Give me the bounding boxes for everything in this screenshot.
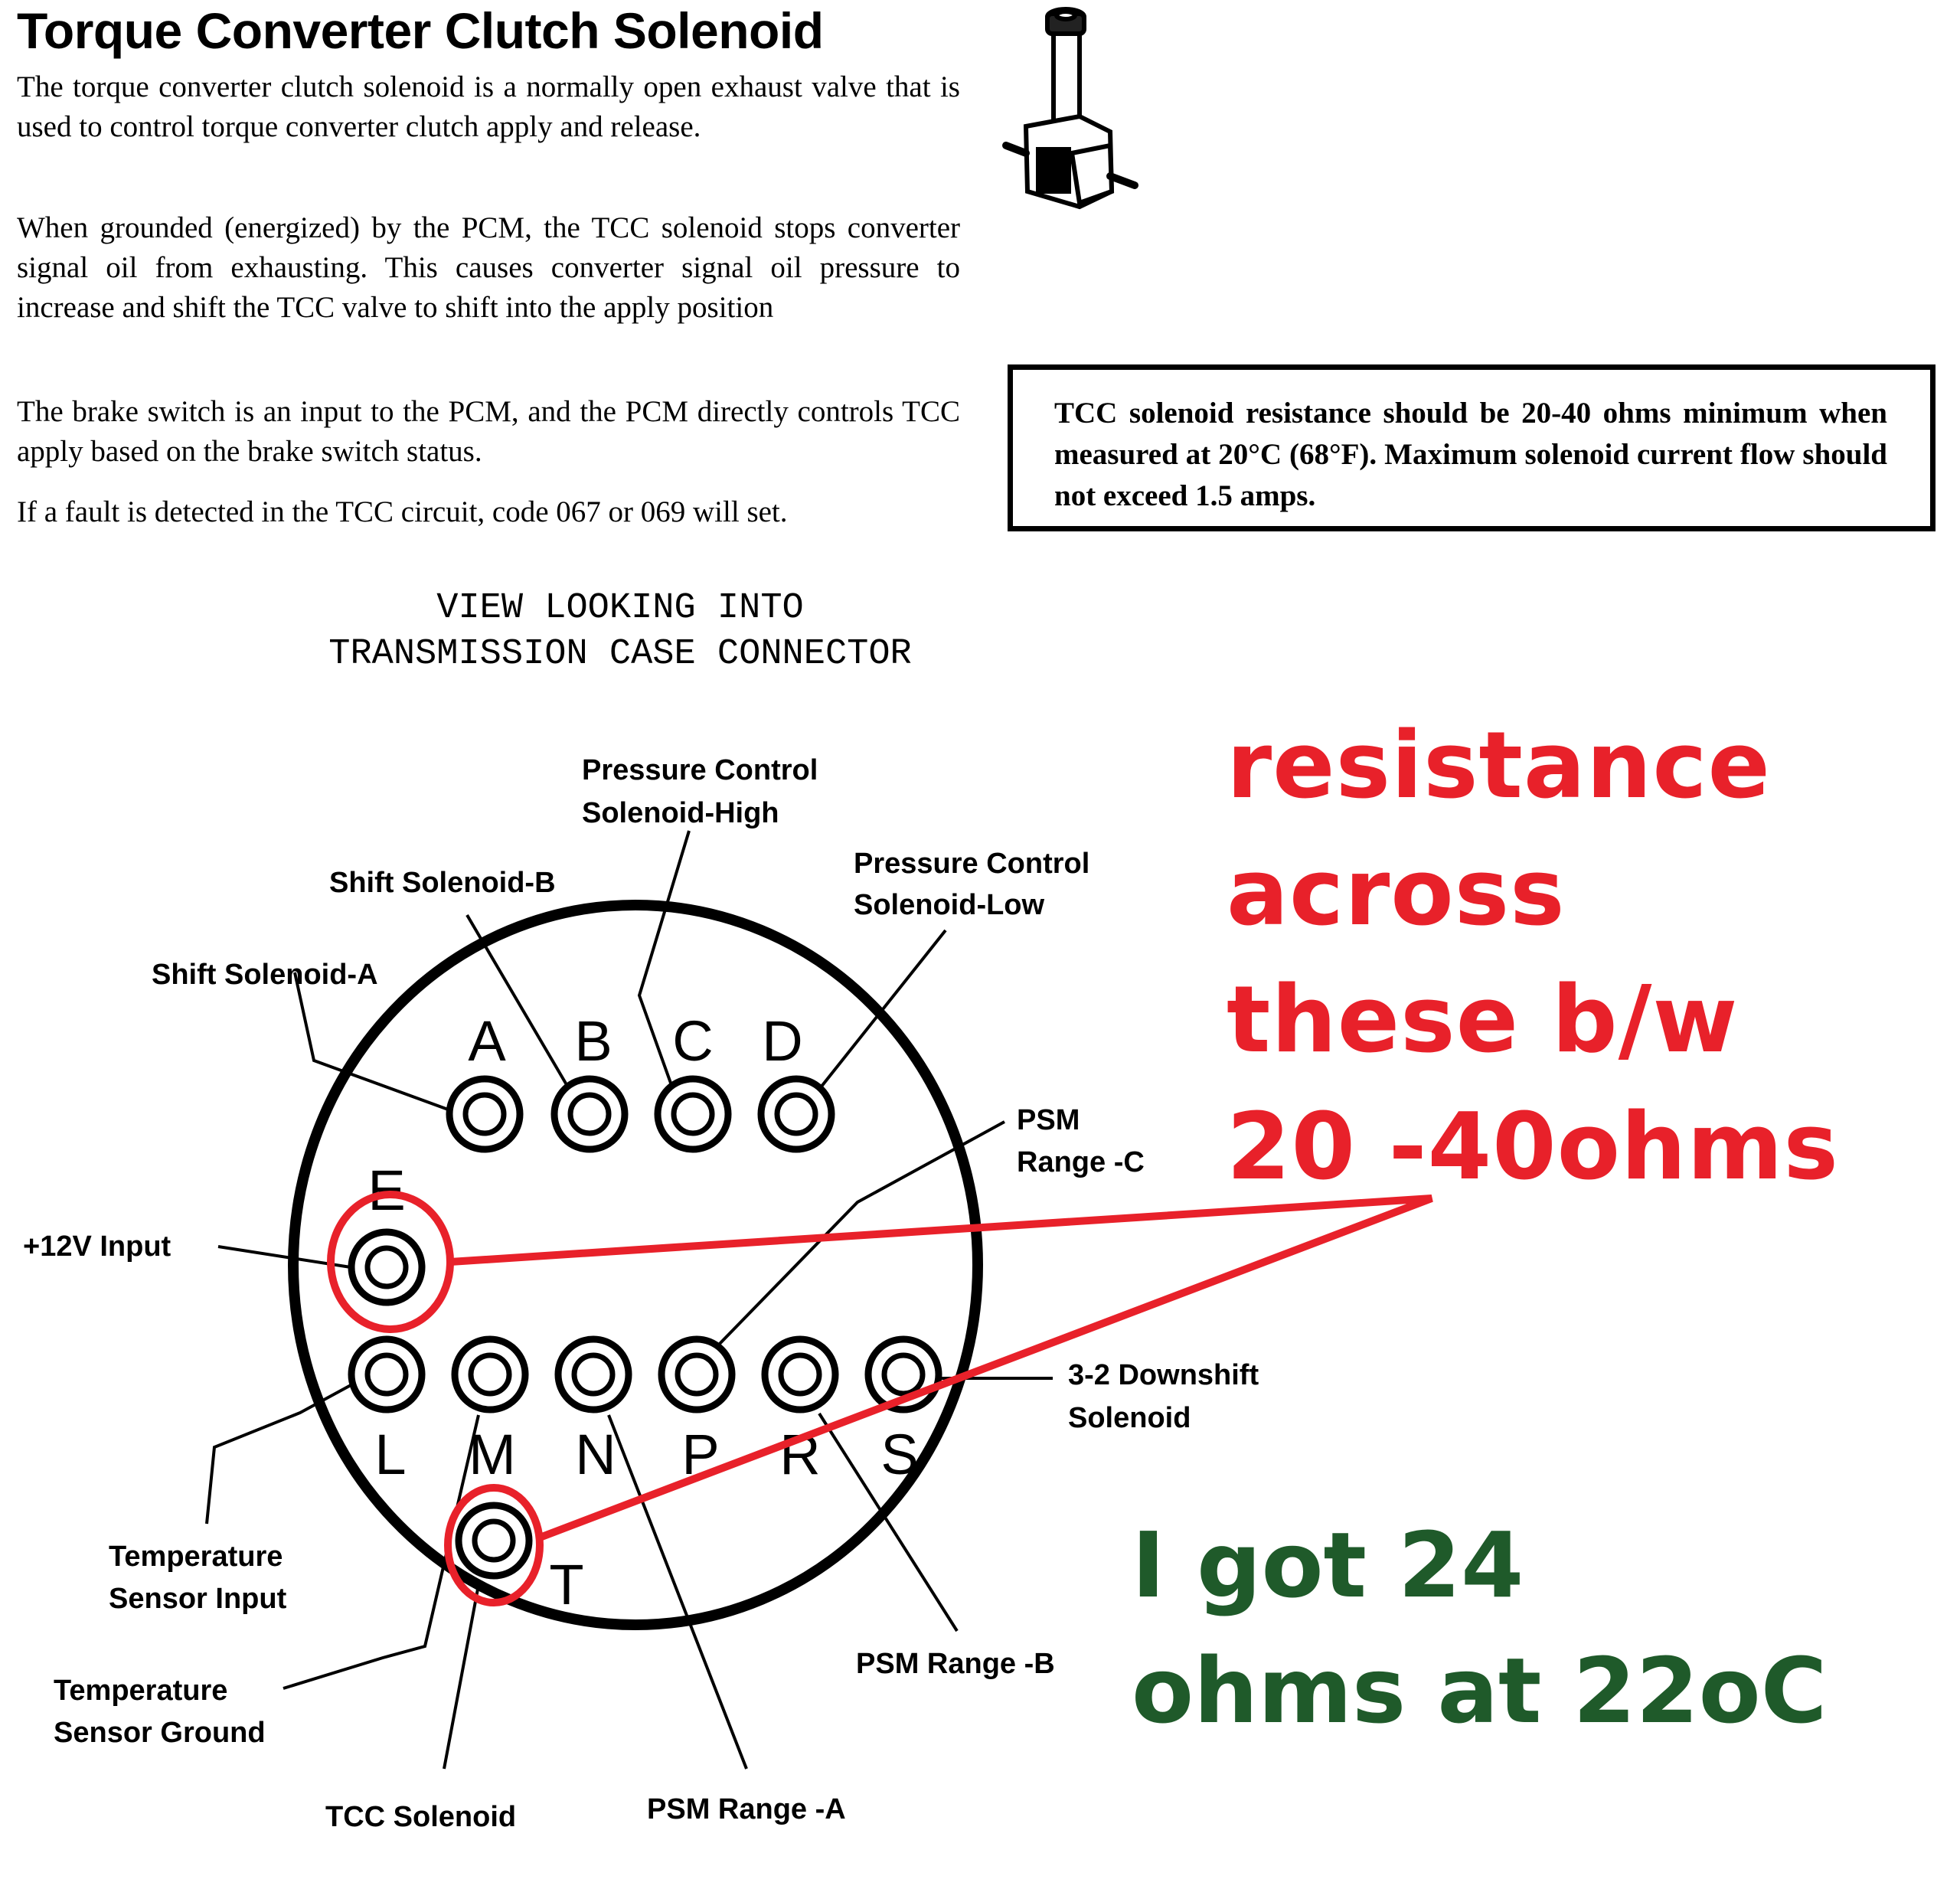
highlight-circle-t (444, 1484, 544, 1606)
pin-letter-m: M (469, 1423, 516, 1486)
label-pcs-high-2: Solenoid-High (582, 797, 779, 829)
pin-p (658, 1335, 736, 1413)
pin-a (446, 1075, 524, 1153)
label-downshift-1: 3-2 Downshift (1068, 1359, 1259, 1391)
connector-outline (288, 900, 983, 1630)
diagram-caption: VIEW LOOKING INTO TRANSMISSION CASE CONN… (276, 586, 965, 678)
label-psm-a: PSM Range -A (647, 1793, 846, 1825)
pin-letter-t: T (549, 1553, 583, 1616)
label-downshift-2: Solenoid (1068, 1402, 1191, 1434)
pin-e (348, 1228, 426, 1306)
pin-letter-a: A (468, 1009, 506, 1073)
label-psm-b: PSM Range -B (856, 1648, 1055, 1680)
resistance-annotation: resistance across these b/w 20 -40ohms (1227, 713, 1839, 1201)
measurement-pointer-line (449, 1195, 1433, 1541)
measurement-result-annotation: I got 24 ohms at 22oC (1132, 1512, 1828, 1744)
pin-d (757, 1075, 835, 1153)
label-plus12v: +12V Input (23, 1230, 172, 1263)
diagram-caption-line1: VIEW LOOKING INTO (436, 588, 804, 629)
pin-b (550, 1075, 629, 1153)
label-tcc: TCC Solenoid (325, 1801, 516, 1833)
paragraph-description: The torque converter clutch solenoid is … (17, 70, 960, 143)
pin-n (554, 1335, 632, 1413)
paragraph-fault-code: If a fault is detected in the TCC circui… (17, 495, 788, 528)
page-title: Torque Converter Clutch Solenoid (17, 2, 824, 59)
label-temp-ground-1: Temperature (54, 1675, 227, 1707)
leader-r (818, 1412, 959, 1632)
pin-letter-n: N (575, 1423, 616, 1486)
leader-l (205, 1383, 353, 1525)
leader-n (607, 1414, 748, 1770)
pin-letter-s: S (880, 1423, 918, 1486)
leader-t (443, 1584, 480, 1770)
spec-box: TCC solenoid resistance should be 20-40 … (1008, 364, 1936, 531)
paragraph-operation: When grounded (energized) by the PCM, th… (17, 211, 960, 324)
label-pcs-high-1: Pressure Control (582, 754, 818, 786)
pin-r (761, 1335, 839, 1413)
pin-c (654, 1075, 732, 1153)
pin-l (348, 1335, 426, 1413)
label-shift-b: Shift Solenoid-B (329, 867, 556, 899)
pin-letter-c: C (672, 1009, 713, 1073)
label-temp-ground-2: Sensor Ground (54, 1717, 266, 1749)
label-psm-c-1: PSM (1017, 1104, 1080, 1136)
label-temp-input-1: Temperature (109, 1541, 283, 1573)
label-pcs-low-2: Solenoid-Low (854, 889, 1045, 921)
leader-c (637, 830, 691, 1088)
paragraph-brake-switch: The brake switch is an input to the PCM,… (17, 395, 960, 468)
pin-letter-b: B (574, 1009, 612, 1073)
diagram-caption-line2: TRANSMISSION CASE CONNECTOR (328, 634, 912, 675)
label-pcs-low-1: Pressure Control (854, 848, 1089, 880)
pin-m (451, 1335, 529, 1413)
pin-letter-e: E (368, 1159, 405, 1222)
leader-a (293, 972, 451, 1112)
pin-letter-l: L (374, 1423, 406, 1486)
label-psm-c-2: Range -C (1017, 1146, 1145, 1178)
label-temp-input-2: Sensor Input (109, 1583, 287, 1615)
pin-t (455, 1502, 533, 1580)
label-shift-a: Shift Solenoid-A (152, 959, 378, 991)
solenoid-illustration-icon (1002, 7, 1138, 210)
pin-letter-d: D (762, 1009, 802, 1073)
